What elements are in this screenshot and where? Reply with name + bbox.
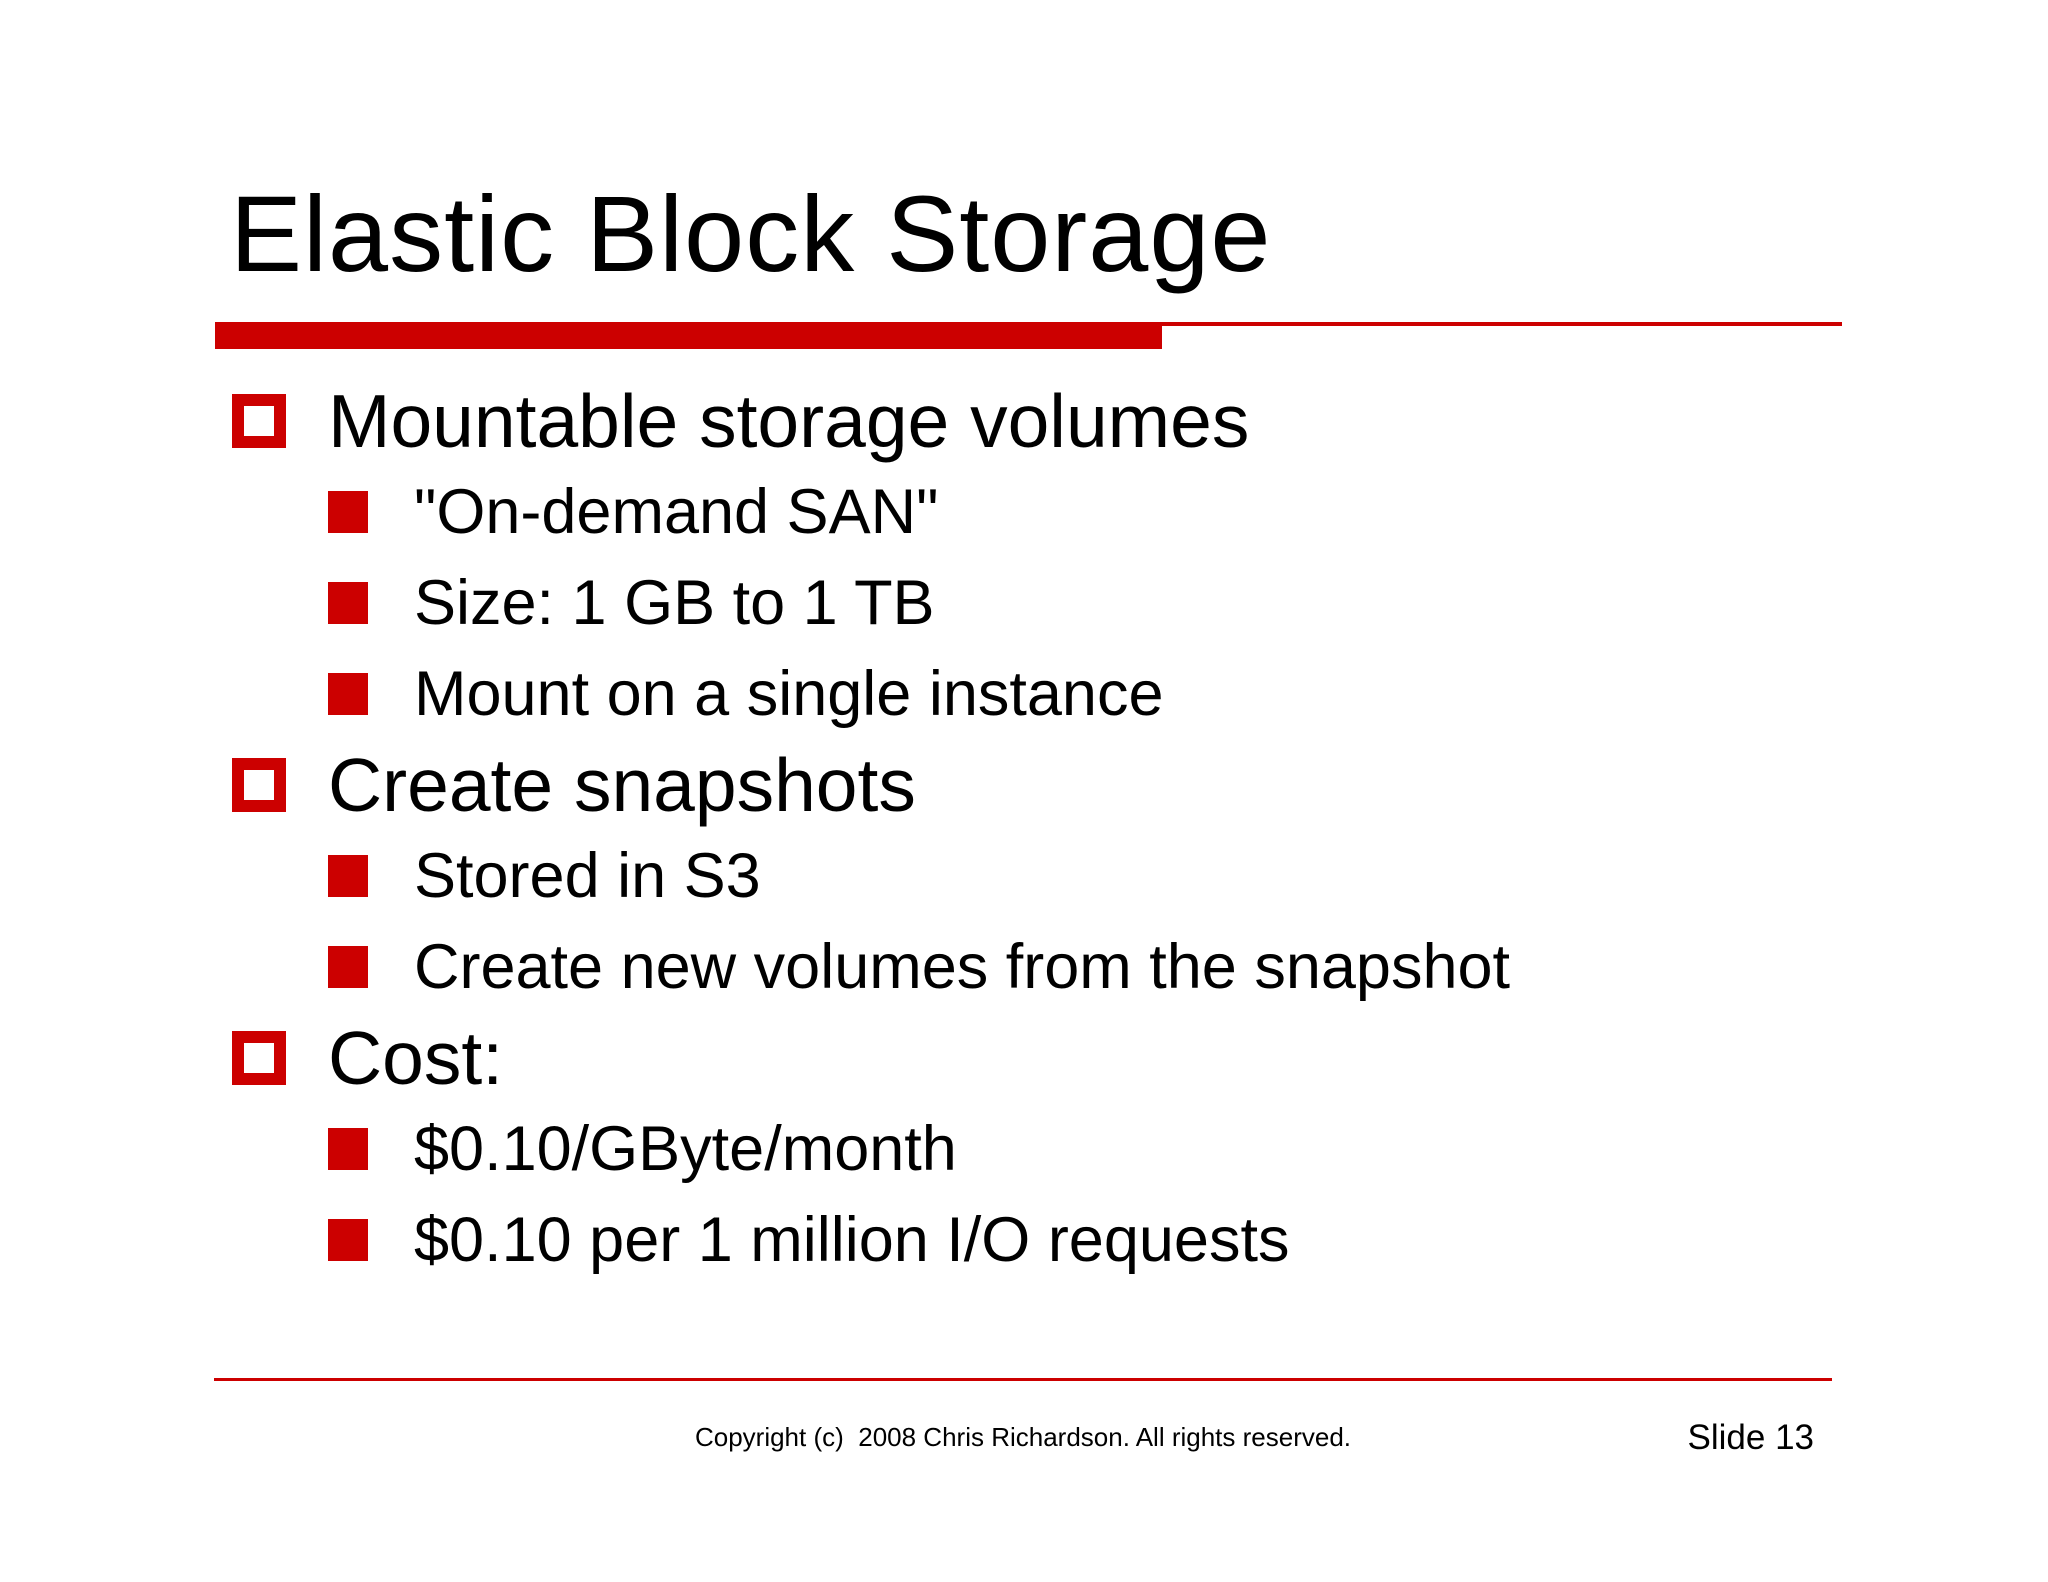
bullet-text: Create snapshots (328, 742, 916, 827)
hollow-square-bullet-icon (232, 757, 286, 812)
filled-square-bullet-icon (328, 854, 368, 897)
header-divider-thick-bar (215, 322, 1162, 349)
footer-divider-line (214, 1378, 1832, 1381)
copyright-text: Copyright (c) 2008 Chris Richardson. All… (694, 1422, 1352, 1452)
bullet-text: Stored in S3 (414, 840, 761, 911)
filled-square-bullet-icon (328, 672, 368, 715)
slide-number: Slide 13 (1687, 1418, 1814, 1457)
bullet-text: Cost: (328, 1015, 504, 1100)
bullet-text: $0.10/GByte/month (414, 1113, 957, 1184)
bullet-text: $0.10 per 1 million I/O requests (414, 1204, 1290, 1275)
bullet-item: Create snapshots (232, 739, 1872, 830)
filled-square-bullet-icon (328, 490, 368, 533)
bullet-text: Mount on a single instance (414, 658, 1164, 729)
bullet-item: Mount on a single instance (232, 648, 1872, 739)
bullet-item: "On-demand SAN" (232, 466, 1872, 557)
filled-square-bullet-icon (328, 1127, 368, 1170)
filled-square-bullet-icon (328, 945, 368, 988)
hollow-square-bullet-icon (232, 1030, 286, 1085)
bullet-item: Mountable storage volumes (232, 375, 1872, 466)
bullet-item: Create new volumes from the snapshot (232, 921, 1872, 1012)
bullet-item: $0.10 per 1 million I/O requests (232, 1194, 1872, 1285)
bullet-text: Mountable storage volumes (328, 378, 1250, 463)
bullet-list: Mountable storage volumes "On-demand SAN… (232, 375, 1872, 1285)
bullet-text: "On-demand SAN" (414, 476, 939, 547)
hollow-square-bullet-icon (232, 393, 286, 448)
bullet-item: Size: 1 GB to 1 TB (232, 557, 1872, 648)
filled-square-bullet-icon (328, 581, 368, 624)
bullet-item: $0.10/GByte/month (232, 1103, 1872, 1194)
bullet-item: Stored in S3 (232, 830, 1872, 921)
filled-square-bullet-icon (328, 1218, 368, 1261)
slide-title: Elastic Block Storage (230, 173, 1272, 294)
bullet-text: Create new volumes from the snapshot (414, 931, 1511, 1002)
bullet-text: Size: 1 GB to 1 TB (414, 567, 935, 638)
bullet-item: Cost: (232, 1012, 1872, 1103)
